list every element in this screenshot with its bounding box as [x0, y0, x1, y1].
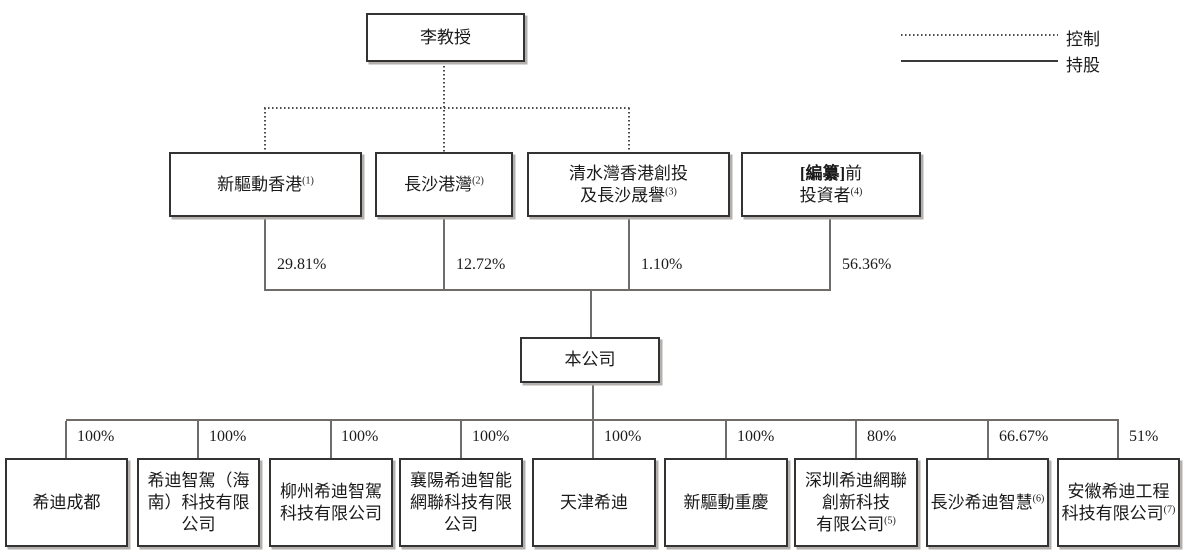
redaction-tag: [編纂] [799, 163, 846, 183]
shareholder-box-changsha-gangwan: 長沙港灣(2) [375, 152, 513, 217]
shareholding-drop-sub3 [330, 421, 332, 458]
subsidiary-box-anhui-xidi-gongcheng: 安徽希迪工程 科技有限公司(7) [1057, 458, 1180, 547]
ownership-percent-sub8: 66.67% [999, 428, 1049, 445]
footnote-sup: (3) [665, 185, 677, 197]
ownership-percent-sh3: 1.10% [641, 256, 683, 273]
subsidiary-box-xidi-zhijia-hainan: 希迪智駕（海 南）科技有限 公司 [137, 458, 260, 547]
control-line-horizontal [264, 107, 630, 109]
root-person-box: 李教授 [366, 13, 525, 62]
subsidiary-name: 希迪成都 [32, 492, 101, 512]
ownership-percent-sh1: 29.81% [277, 256, 327, 273]
shareholder-box-qingshuiwan-shengyu: 清水灣香港創投 及長沙晟譽(3) [527, 152, 730, 217]
root-person-name: 李教授 [420, 27, 471, 47]
ownership-percent-sub1: 100% [77, 428, 115, 445]
shareholder-name-line1: 前 [845, 163, 863, 183]
subsidiary-box-tianjin-xidi: 天津希迪 [532, 458, 656, 547]
shareholding-collector-bottom [66, 419, 1119, 421]
legend-shareholding-line-sample [901, 60, 1058, 62]
ownership-percent-sub3: 100% [341, 428, 379, 445]
shareholding-line-sh3 [628, 217, 630, 291]
footnote-sup: (2) [472, 174, 484, 186]
ownership-percent-sub2: 100% [209, 428, 247, 445]
ownership-percent-sub7: 80% [867, 428, 897, 445]
shareholder-name: 新驅動香港 [217, 174, 303, 194]
shareholding-drop-sub4 [460, 421, 462, 458]
legend-control-line-sample [901, 34, 1058, 36]
shareholding-line-sh2 [443, 217, 445, 291]
subsidiary-box-changsha-xidi-zhihui: 長沙希迪智慧(6) [926, 458, 1049, 547]
footnote-sup: (4) [850, 185, 863, 197]
shareholding-line-to-company [590, 291, 592, 337]
shareholding-line-sh4 [829, 217, 831, 291]
shareholder-name-line2: 投資者 [799, 185, 851, 205]
ownership-percent-sub9: 51% [1129, 428, 1159, 445]
shareholder-name-line2: 及長沙晟譽 [580, 185, 666, 205]
company-name: 本公司 [564, 350, 616, 369]
shareholding-drop-sub7 [855, 421, 857, 458]
legend-shareholding-label: 持股 [1066, 56, 1100, 75]
company-box: 本公司 [520, 337, 660, 383]
control-line-drop-3 [628, 108, 630, 152]
shareholding-drop-sub8 [987, 421, 989, 458]
legend-control-label: 控制 [1066, 30, 1100, 49]
shareholding-line-sh1 [264, 217, 266, 291]
footnote-sup: (7) [1163, 503, 1176, 515]
shareholder-box-new-drive-hk: 新驅動香港(1) [169, 152, 362, 217]
shareholder-name-line1: 清水灣香港創投 [569, 163, 688, 183]
shareholding-collector-top [264, 289, 831, 291]
shareholder-name: 長沙港灣 [404, 174, 473, 194]
footnote-sup: (5) [884, 514, 896, 526]
subsidiary-box-xiangyang-xidi: 襄陽希迪智能 網聯科技有限 公司 [399, 458, 523, 547]
ownership-percent-sub4: 100% [472, 428, 510, 445]
footnote-sup: (1) [302, 174, 314, 186]
subsidiary-box-liuzhou-xidi-zhijia: 柳州希迪智駕 科技有限公司 [269, 458, 393, 547]
shareholding-drop-sub6 [725, 421, 727, 458]
ownership-percent-sh4: 56.36% [842, 256, 892, 273]
shareholding-drop-sub1 [65, 421, 67, 458]
control-line-drop-1 [264, 108, 266, 152]
ownership-percent-sub5: 100% [604, 428, 642, 445]
subsidiary-box-new-drive-chongqing: 新驅動重慶 [664, 458, 788, 547]
shareholder-box-pre-investors: [編纂]前 投資者(4) [741, 152, 921, 217]
subsidiary-box-xidi-chengdu: 希迪成都 [5, 458, 128, 547]
footnote-sup: (6) [1032, 492, 1045, 504]
shareholding-drop-sub2 [197, 421, 199, 458]
ownership-percent-sh2: 12.72% [456, 256, 506, 273]
subsidiary-box-shenzhen-xidi-wanglian: 深圳希迪網聯 創新科技 有限公司(5) [794, 458, 918, 547]
ownership-percent-sub6: 100% [737, 428, 775, 445]
shareholding-drop-sub9 [1117, 421, 1119, 458]
